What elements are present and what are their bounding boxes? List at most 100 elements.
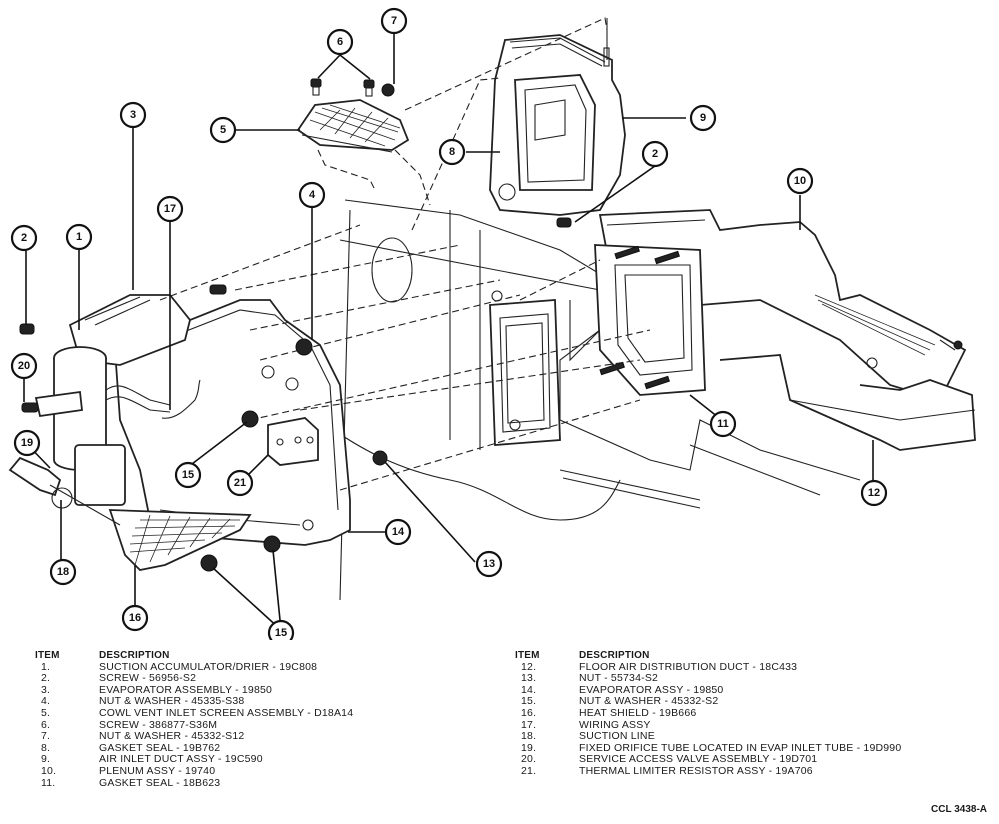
assembly-guide <box>159 224 361 301</box>
legend-item-description: SUCTION ACCUMULATOR/DRIER - 19C808 <box>99 660 318 673</box>
floor-air-duct <box>719 354 976 451</box>
legend-item-number: 7. <box>41 730 51 743</box>
callout-12: 12 <box>860 479 888 507</box>
fastener-screw-2b <box>556 217 572 228</box>
item-column-header: ITEM <box>515 650 540 661</box>
legend-row: 11.GASKET SEAL - 18B623 <box>35 776 353 790</box>
svg-text:9: 9 <box>700 112 706 124</box>
legend-item-description: NUT - 55734-S2 <box>579 672 659 685</box>
heat-shield <box>108 509 252 571</box>
legend-row: 7. NUT & WASHER - 45332-S12 <box>35 731 353 743</box>
svg-text:5: 5 <box>220 124 226 136</box>
wiring-assy <box>161 379 201 419</box>
legend-item-description: HEAT SHIELD - 19B666 <box>579 706 697 719</box>
legend-item-number: 12. <box>521 660 537 673</box>
legend-row: 17. WIRING ASSY <box>515 718 901 732</box>
legend-row: 20. SERVICE ACCESS VALVE ASSEMBLY - 19D70… <box>515 754 901 766</box>
legend-row: 12.FLOOR AIR DISTRIBUTION DUCT - 18C433 <box>515 660 901 674</box>
legend-header: ITEM DESCRIPTION <box>35 650 353 662</box>
legend-item-number: 9. <box>41 753 51 766</box>
gasket-seal-11 <box>594 244 706 396</box>
legend-item-description: SERVICE ACCESS VALVE ASSEMBLY - 19D701 <box>579 753 818 766</box>
gasket-seal-frame <box>489 290 561 446</box>
callout-6: 6 <box>326 28 354 56</box>
svg-text:15: 15 <box>275 627 287 639</box>
legend-item-number: 1. <box>41 660 51 673</box>
legend-row: 15. NUT & WASHER - 45332-S2 <box>515 696 901 708</box>
callout-5: 5 <box>209 116 237 144</box>
legend-item-number: 17. <box>521 718 537 731</box>
screen-guide <box>394 149 431 206</box>
callout-2-upper: 2 <box>641 140 669 168</box>
nut-7 <box>381 83 395 97</box>
legend-item-description: WIRING ASSY <box>579 718 651 731</box>
legend-item-description: GASKET SEAL - 19B762 <box>99 741 221 754</box>
screen-guide <box>317 149 376 191</box>
legend-item-description: THERMAL LIMITER RESISTOR ASSY - 19A706 <box>579 764 813 777</box>
svg-text:7: 7 <box>391 15 397 27</box>
exploded-view-diagram: 1 2 2 3 4 5 6 7 8 9 10 11 12 13 14 15 15… <box>8 7 976 640</box>
description-column-header: DESCRIPTION <box>579 650 650 661</box>
fastener-nut-15b <box>200 554 218 572</box>
svg-text:14: 14 <box>392 526 405 538</box>
legend-row: 21. THERMAL LIMITER RESISTOR ASSY - 19A70… <box>515 764 901 778</box>
assembly-guide <box>299 359 641 411</box>
callout-15-upper: 15 <box>174 461 202 489</box>
svg-text:2: 2 <box>652 148 658 160</box>
legend-row: 14.EVAPORATOR ASSY - 19850 <box>515 684 901 697</box>
item-column-header: ITEM <box>35 650 60 661</box>
legend-item-number: 19. <box>521 741 537 754</box>
legend-item-number: 3. <box>41 683 51 696</box>
parts-legend-left: ITEM DESCRIPTION 1. SUCTION ACCUMULATOR/D… <box>35 650 353 789</box>
legend-row: 9.AIR INLET DUCT ASSY - 19C590 <box>35 754 353 766</box>
legend-row: 16. HEAT SHIELD - 19B666 <box>515 706 901 720</box>
fastener-nut-15c <box>263 535 281 553</box>
svg-text:10: 10 <box>794 175 806 187</box>
legend-row: 4. NUT & WASHER - 45335-S38 <box>35 696 353 708</box>
svg-text:18: 18 <box>57 566 69 578</box>
fastener-nut-4 <box>295 338 313 356</box>
assembly-guide <box>259 294 521 361</box>
legend-item-description: NUT & WASHER - 45332-S12 <box>99 730 245 743</box>
legend-item-number: 2. <box>41 672 51 685</box>
legend-item-number: 21. <box>521 764 537 777</box>
svg-text:4: 4 <box>309 189 316 201</box>
legend-row: 13.NUT - 55734-S2 <box>515 673 901 685</box>
svg-text:16: 16 <box>129 612 141 624</box>
callout-2: 2 <box>10 224 38 252</box>
callout-3: 3 <box>119 101 147 129</box>
legend-item-description: GASKET SEAL - 18B623 <box>99 776 221 789</box>
fastener-screw-top <box>209 284 227 295</box>
legend-item-description: NUT & WASHER - 45335-S38 <box>99 695 245 708</box>
legend-item-number: 15. <box>521 695 537 708</box>
legend-item-description: SCREW - 56956-S2 <box>99 672 197 685</box>
legend-row: 6.SCREW - 386877-S36M <box>35 719 353 732</box>
callout-16: 16 <box>121 604 149 632</box>
callout-19: 19 <box>13 429 41 457</box>
assembly-guide <box>234 244 461 291</box>
legend-row: 18.SUCTION LINE <box>515 731 901 743</box>
svg-text:8: 8 <box>449 146 455 158</box>
svg-text:15: 15 <box>182 469 194 481</box>
svg-text:3: 3 <box>130 109 136 121</box>
assembly-guide <box>249 279 501 331</box>
svg-text:17: 17 <box>164 203 176 215</box>
legend-item-description: FIXED ORIFICE TUBE LOCATED IN EVAP INLET… <box>579 741 902 754</box>
inlet-duct-guide <box>411 77 501 231</box>
legend-item-number: 16. <box>521 706 537 719</box>
legend-header: ITEM DESCRIPTION <box>515 650 901 662</box>
legend-item-number: 4. <box>41 695 51 708</box>
svg-text:11: 11 <box>717 418 729 430</box>
air-inlet-duct <box>489 18 626 216</box>
thermal-limiter <box>267 417 319 466</box>
legend-row: 8.GASKET SEAL - 19B762 <box>35 741 353 755</box>
legend-item-description: EVAPORATOR ASSEMBLY - 19850 <box>99 683 273 696</box>
legend-item-description: NUT & WASHER - 45332-S2 <box>579 695 719 708</box>
svg-text:2: 2 <box>21 232 27 244</box>
legend-item-description: PLENUM ASSY - 19740 <box>99 764 216 777</box>
cowl-vent-screen <box>296 99 410 153</box>
leader-lines <box>23 33 874 631</box>
legend-item-number: 20. <box>521 753 537 766</box>
assembly-guide <box>249 329 651 421</box>
callout-11: 11 <box>709 410 737 438</box>
